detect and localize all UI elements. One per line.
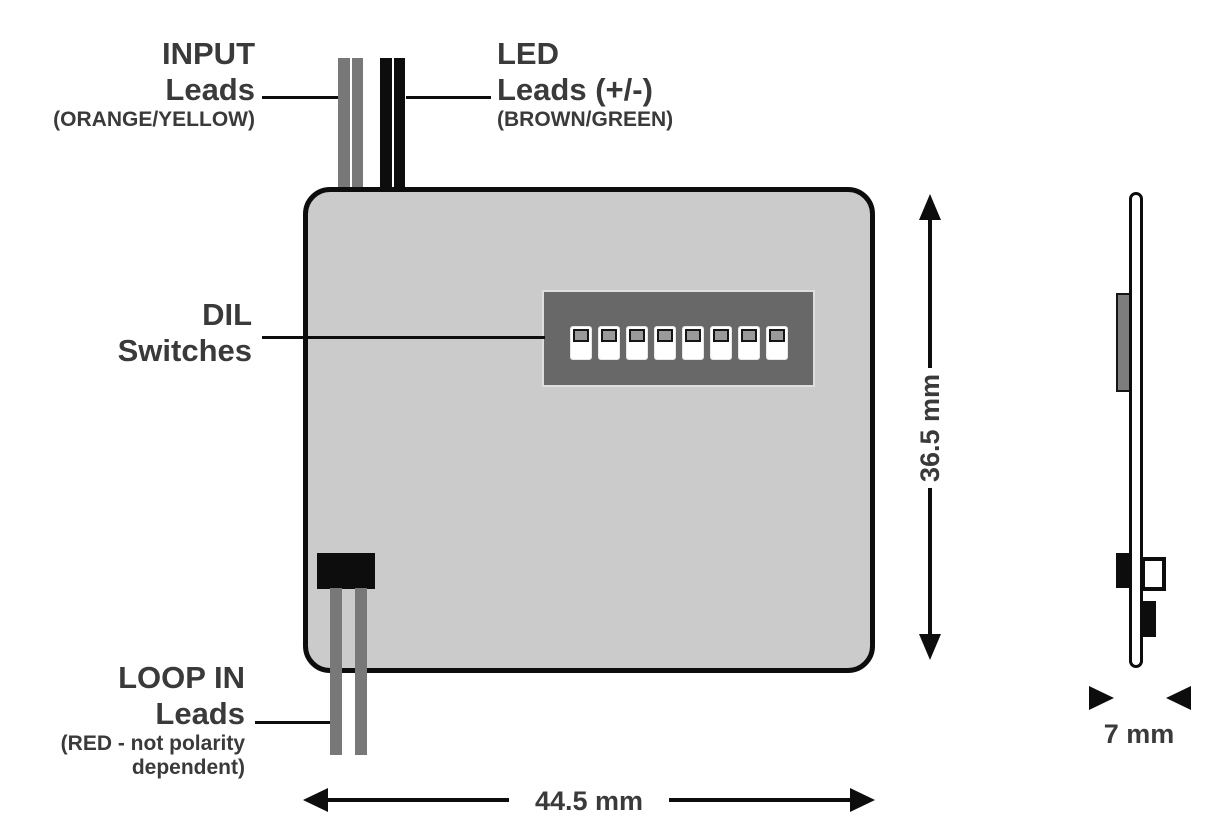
input-leads-note: (ORANGE/YELLOW): [53, 108, 255, 131]
led-leads-title: LED: [497, 36, 559, 71]
dil-switches-title: DIL: [202, 297, 252, 332]
loop-leader-line: [255, 721, 330, 724]
side-component-right-white: [1141, 557, 1166, 591]
led-wire-1: [380, 58, 392, 191]
depth-dimension-text: 7 mm: [1079, 718, 1199, 750]
dil-switch-knob: [628, 329, 645, 342]
led-leads-subtitle: Leads (+/-): [497, 72, 653, 107]
depth-arrow-right-icon: [1166, 686, 1191, 710]
loop-in-title: LOOP IN: [118, 660, 245, 695]
dil-switch-2: [598, 327, 619, 359]
side-component-left: [1116, 553, 1132, 588]
input-leads-label: INPUT Leads (ORANGE/YELLOW): [53, 36, 255, 132]
led-leader-line: [406, 96, 491, 99]
dil-switch-4: [654, 327, 675, 359]
dil-switches-label: DIL Switches: [118, 297, 252, 369]
height-dimension-text: 36.5 mm: [915, 368, 945, 488]
led-leads-label: LED Leads (+/-) (BROWN/GREEN): [497, 36, 673, 132]
dil-switches-subtitle: Switches: [117, 333, 252, 368]
loop-in-note-line2: dependent): [131, 756, 245, 779]
dil-switch-6: [710, 327, 731, 359]
height-arrow-up-icon: [919, 194, 941, 220]
side-profile-board: [1129, 192, 1143, 668]
height-arrow-down-icon: [919, 634, 941, 660]
loop-in-subtitle: Leads: [155, 696, 245, 731]
loop-wire-1: [330, 588, 342, 755]
dil-switch-knob: [684, 329, 701, 342]
dil-switch-knob: [740, 329, 757, 342]
dil-switch-5: [682, 327, 703, 359]
depth-arrow-left-icon: [1089, 686, 1114, 710]
dil-switch-7: [738, 327, 759, 359]
input-leads-title: INPUT: [162, 36, 255, 71]
dil-switch-knob: [600, 329, 617, 342]
device-body: [303, 187, 875, 673]
dil-switch-knob: [712, 329, 729, 342]
loop-in-leads-label: LOOP IN Leads (RED - not polarity depend…: [61, 660, 245, 780]
width-dimension-text: 44.5 mm: [509, 785, 669, 817]
dil-switch-knob: [768, 329, 785, 342]
input-wire-1: [338, 58, 350, 191]
input-leads-subtitle: Leads: [165, 72, 255, 107]
dil-switch-row: [542, 290, 815, 387]
led-leads-note: (BROWN/GREEN): [497, 108, 674, 131]
loop-in-note-line1: (RED - not polarity: [60, 732, 245, 755]
dil-switch-knob: [572, 329, 589, 342]
dil-switch-3: [626, 327, 647, 359]
loop-wire-2: [355, 588, 367, 755]
input-wire-2: [352, 58, 363, 191]
dil-switch-1: [570, 327, 591, 359]
dil-switch-8: [766, 327, 787, 359]
side-component-right-black: [1141, 601, 1156, 637]
input-leader-line: [262, 96, 338, 99]
dil-switch-knob: [656, 329, 673, 342]
loop-in-component: [317, 553, 375, 589]
led-wire-2: [394, 58, 405, 191]
width-arrow-right-icon: [850, 788, 875, 812]
dil-leader-line: [262, 336, 545, 339]
width-arrow-left-icon: [303, 788, 328, 812]
